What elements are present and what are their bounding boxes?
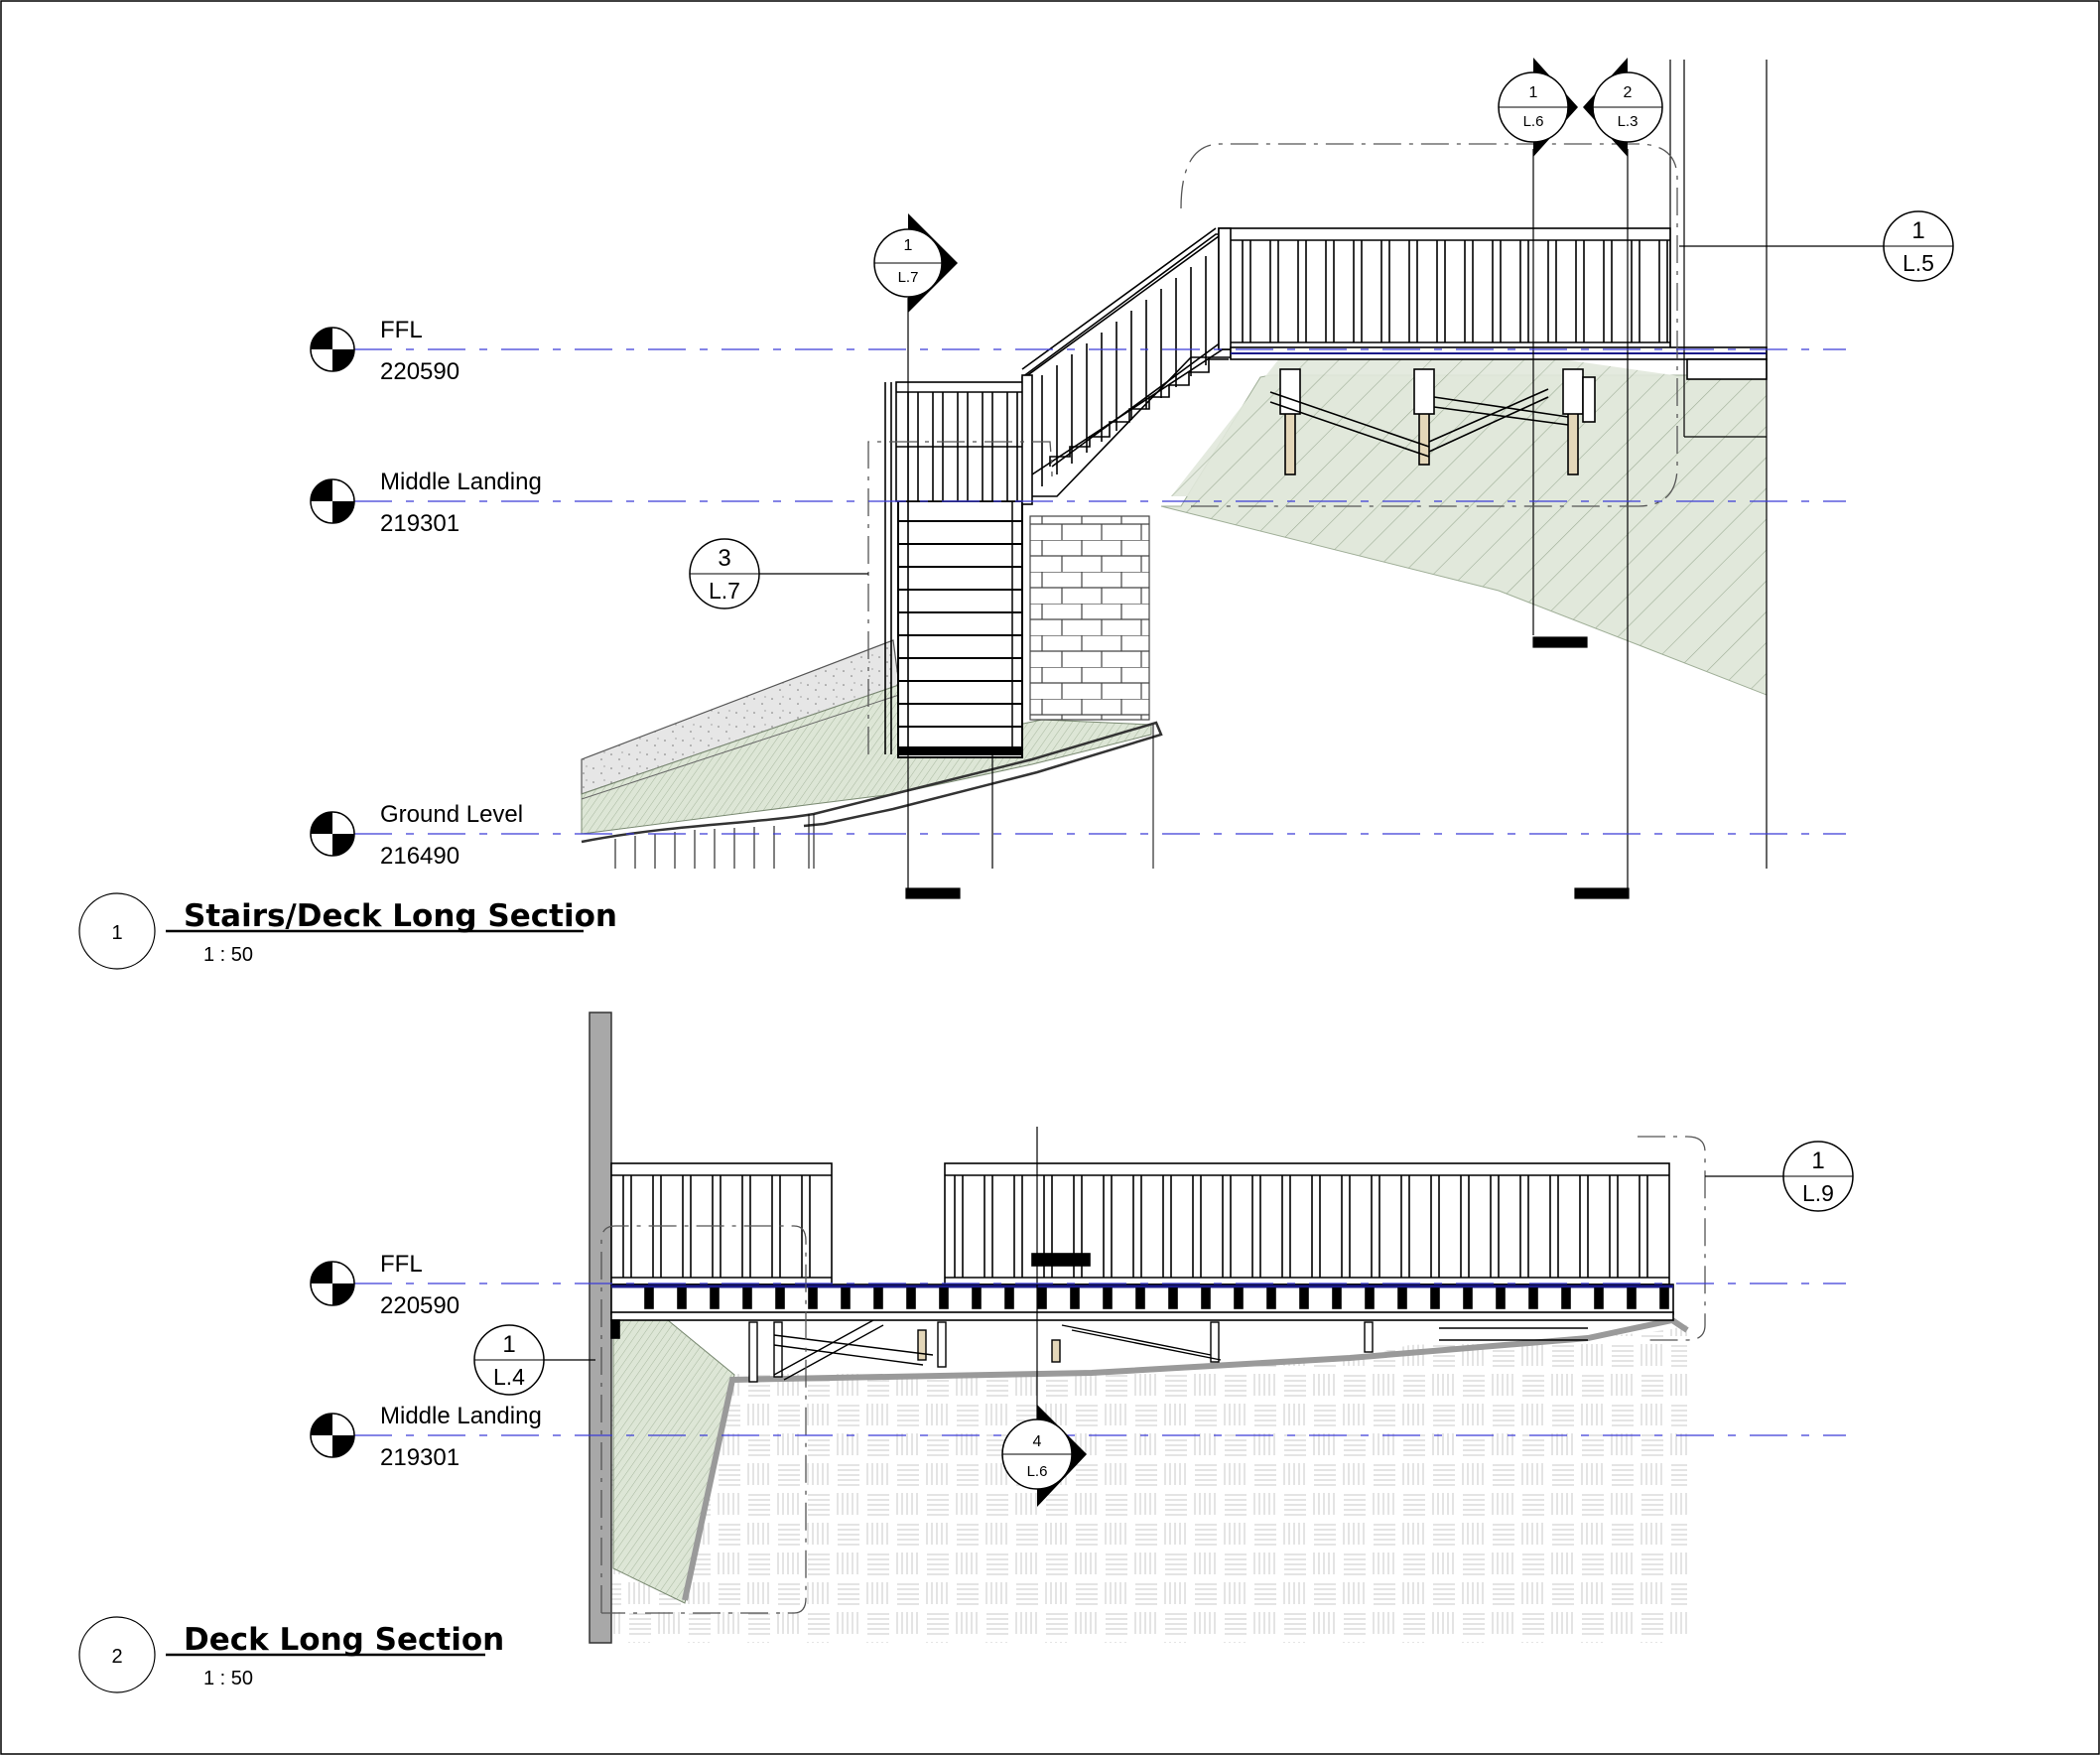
level-elevation: 219301 (380, 510, 459, 537)
level-name: FFL (380, 1251, 423, 1278)
level-elevation: 220590 (380, 1292, 459, 1319)
callout-id: 1 (502, 1331, 515, 1358)
deck-platform-2 (610, 1253, 1674, 1339)
building-wall (589, 1012, 612, 1644)
level-name: Middle Landing (380, 1403, 542, 1429)
view-number: 2 (111, 1646, 122, 1668)
callout-sheet: L.6 (1027, 1463, 1048, 1480)
detail-callout-boundaries (867, 143, 1678, 754)
callout-1-L7-section: 1 L.7 (873, 213, 958, 313)
deck-substructure (1230, 346, 1768, 475)
callout-sheet: L.5 (1903, 250, 1934, 276)
callout-1-L4-detail: 1 L.4 (473, 1324, 595, 1396)
level-datum-icon (310, 1413, 355, 1458)
callout-id: 4 (1033, 1433, 1042, 1450)
section-cut-lines (905, 149, 1630, 899)
level-marker-ground-level: Ground Level 216490 (310, 801, 1846, 870)
callout-id: 1 (1911, 217, 1924, 244)
building-wall-lines (1669, 60, 1768, 869)
level-datum-icon (310, 478, 355, 524)
callout-id: 3 (718, 545, 730, 572)
deck-balustrade-left (610, 1162, 833, 1285)
level-datum-icon (310, 327, 355, 372)
lower-stair-flight (897, 500, 1023, 758)
ground-line (581, 721, 1163, 844)
level-name: Middle Landing (380, 469, 542, 495)
callout-sheet: L.4 (493, 1364, 525, 1390)
view-title: Stairs/Deck Long Section (184, 898, 617, 934)
callout-sheet: L.3 (1618, 113, 1639, 130)
level-marker-middle-landing: Middle Landing 219301 (310, 469, 1846, 537)
callout-id: 1 (904, 237, 913, 254)
level-marker-ffl: FFL 220590 (310, 317, 1846, 385)
level-datum-icon (310, 1261, 355, 1306)
level-name: Ground Level (380, 801, 523, 828)
ground-hatch-wedge (612, 1274, 735, 1604)
callout-1-L5-detail: 1 L.5 (1679, 210, 1954, 282)
brick-subgrade (610, 1325, 1687, 1643)
callout-sheet: L.9 (1802, 1180, 1834, 1206)
upper-stair-flight (1021, 227, 1232, 505)
callouts: 1 L.7 1 L.6 2 L.3 1 L.5 (473, 58, 1954, 1507)
view-deck-long-section (589, 1012, 1706, 1644)
deck-balustrade (1218, 227, 1671, 350)
view-title: Deck Long Section (184, 1622, 504, 1658)
callout-id: 2 (1624, 84, 1633, 101)
callout-1-L9-detail: 1 L.9 (1705, 1141, 1854, 1212)
detail-callout-boundaries-2 (600, 1136, 1706, 1614)
callout-sheet: L.6 (1523, 113, 1544, 130)
view-scale: 1 : 50 (203, 1668, 253, 1689)
view-number: 1 (111, 922, 122, 944)
level-marker-ffl: FFL 220590 (310, 1251, 1846, 1319)
callout-3-L7-detail: 3 L.7 (689, 538, 868, 609)
level-name: FFL (380, 317, 423, 343)
level-datum-icon (310, 811, 355, 857)
deck-substructure-2 (748, 1319, 1588, 1383)
level-elevation: 219301 (380, 1444, 459, 1471)
level-marker-middle-landing: Middle Landing 219301 (310, 1403, 1846, 1471)
callout-id: 1 (1529, 84, 1538, 101)
view-title-1: 1 Stairs/Deck Long Section 1 : 50 (78, 892, 617, 970)
callout-id: 1 (1811, 1148, 1824, 1174)
level-elevation: 216490 (380, 843, 459, 870)
view-stairs-deck-long-section (581, 60, 1768, 899)
callout-4-L6-section: 4 L.6 (1001, 1405, 1087, 1507)
callout-sheet: L.7 (709, 578, 740, 604)
callout-sheet: L.7 (898, 269, 919, 286)
stone-wall (1029, 515, 1150, 721)
level-elevation: 220590 (380, 358, 459, 385)
callout-2-L3-section: 2 L.3 (1583, 58, 1663, 157)
view-scale: 1 : 50 (203, 944, 253, 966)
callout-1-L6-section: 1 L.6 (1498, 58, 1578, 157)
view-title-2: 2 Deck Long Section 1 : 50 (78, 1616, 504, 1693)
